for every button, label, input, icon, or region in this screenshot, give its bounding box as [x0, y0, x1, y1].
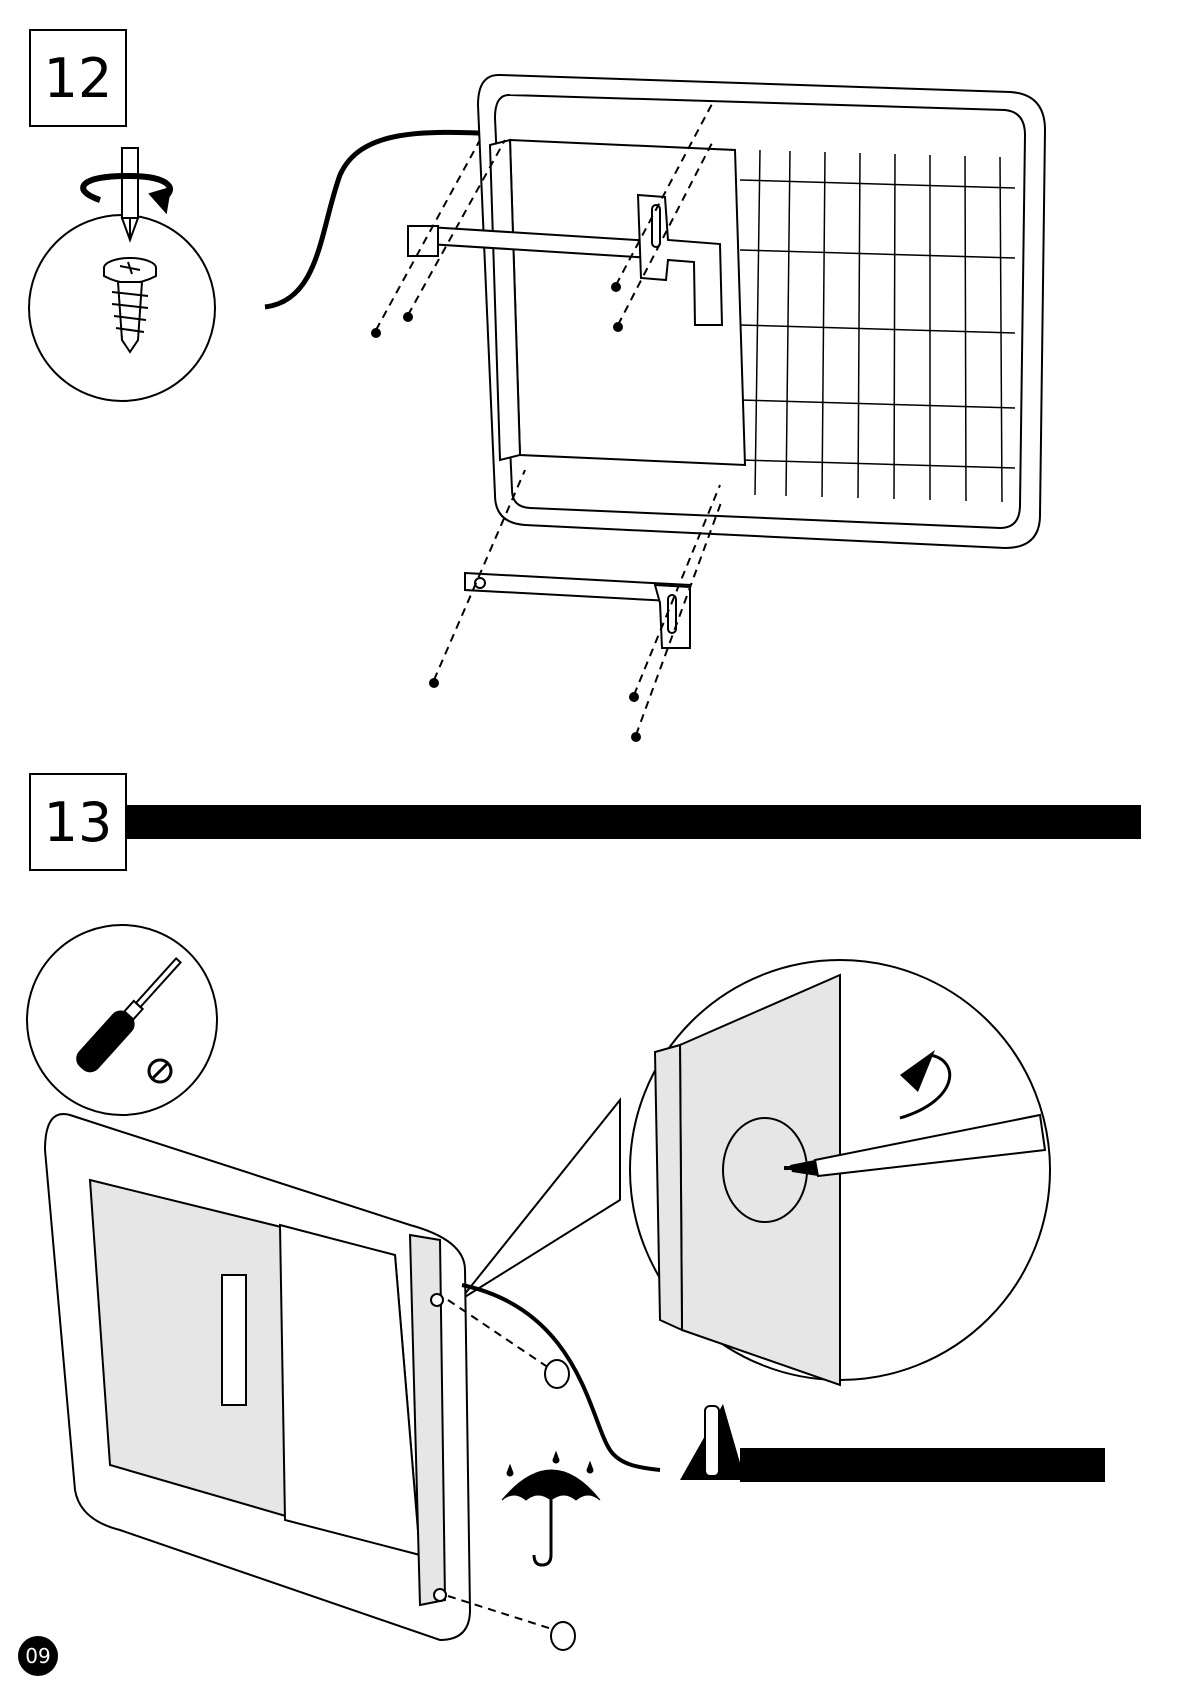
flat-screwdriver-icon — [27, 925, 217, 1115]
warning-bar — [740, 1448, 1105, 1482]
bracket-bottom — [465, 573, 690, 648]
page-number: 09 — [18, 1636, 58, 1676]
slot-screw-symbol-icon — [149, 1060, 171, 1082]
umbrella-rain-icon — [502, 1452, 600, 1565]
magnified-detail-circle — [460, 960, 1050, 1385]
panel-frame-13 — [45, 1114, 470, 1640]
warning-triangle-icon — [680, 1404, 1105, 1482]
